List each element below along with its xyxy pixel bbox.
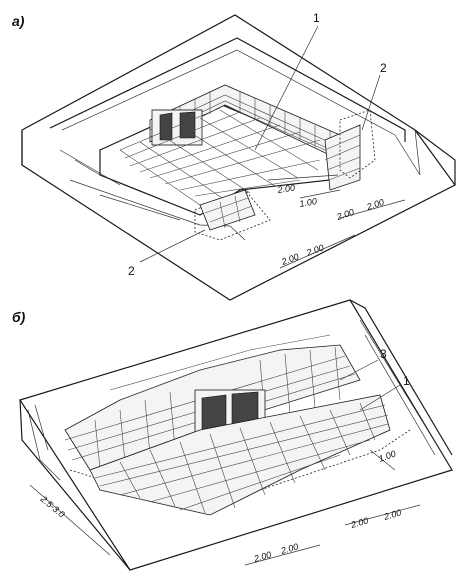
basin-floor-outline xyxy=(99,99,331,216)
dim-b-0: 1.00 xyxy=(377,448,397,463)
floor-grid xyxy=(119,107,326,206)
embankment-body xyxy=(19,299,453,571)
outer-embankment xyxy=(21,14,456,301)
dim-a-3: 2.00 xyxy=(365,197,386,212)
dim-a-5: 2.00 xyxy=(304,242,325,258)
callout-1a: 1 xyxy=(313,11,320,25)
leader-3b xyxy=(339,359,379,381)
apron-grid xyxy=(89,394,391,516)
dim-a-0: 2.00 xyxy=(276,183,296,195)
dim-a-4: 2.00 xyxy=(279,251,300,267)
leader-2a-right xyxy=(361,74,381,131)
dim-a-2: 2.00 xyxy=(335,207,356,222)
dim-b-2: 2.00 xyxy=(349,515,370,530)
figure-b-label: б) xyxy=(12,309,26,325)
figure-a: а) xyxy=(12,11,456,301)
right-steps xyxy=(324,124,361,191)
dim-b-3: 2.00 xyxy=(382,507,403,522)
dim-b-5: 2.00 xyxy=(279,541,300,556)
dim-b-1: 2.5-3.0 xyxy=(38,493,67,519)
inner-rim xyxy=(49,37,406,142)
callout-2a-right: 2 xyxy=(380,61,387,75)
leader-1a xyxy=(254,25,319,151)
figure-b: б) 3 1 1.00 xyxy=(12,299,453,571)
dim-b-4: 2.00 xyxy=(252,549,273,564)
callout-1b: 1 xyxy=(403,374,410,388)
embankment-crest-b xyxy=(19,299,453,571)
outlet-opening xyxy=(151,109,203,146)
inner-rim-shadow xyxy=(61,49,396,136)
leader-2a-left xyxy=(139,229,206,263)
dashed-zone-right xyxy=(339,109,376,179)
slope-texture xyxy=(27,319,441,481)
dim-a-1: 1.00 xyxy=(299,196,318,209)
embankment-crest xyxy=(21,129,456,185)
figure-a-label: а) xyxy=(12,13,25,29)
slope-lines xyxy=(59,129,421,241)
leader-1b xyxy=(359,384,401,411)
callout-3b: 3 xyxy=(380,347,387,361)
callout-2a-left: 2 xyxy=(128,264,135,278)
left-steps xyxy=(199,189,256,231)
